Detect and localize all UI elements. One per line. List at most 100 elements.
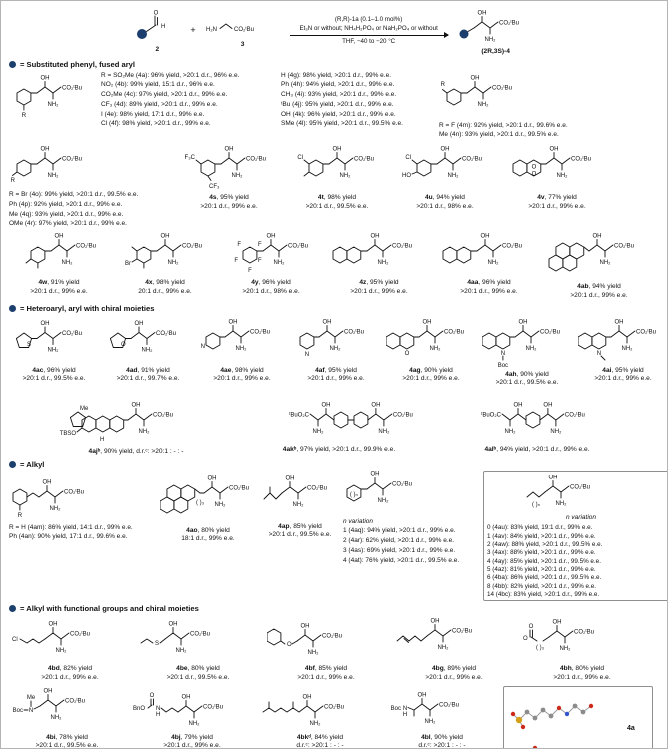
meta-aryl-group: R R = Br (4o): 99% yield, >20:1 d.r., 99…: [9, 142, 171, 229]
compound-4bg: 4bg, 89% yield>20:1 d.r., 99% e.e.: [393, 615, 515, 682]
compound-4ag: O 4ag, 90% yield>20:1 d.r., 99% e.e.: [385, 315, 477, 384]
svg-text:TBSO: TBSO: [60, 431, 77, 437]
compound-4w: 4w, 91% yield>20:1 d.r., 99% e.e.: [9, 231, 109, 296]
svg-text:N: N: [156, 706, 160, 712]
structure-4bl: Boc N H: [391, 691, 460, 726]
structure-4aj: TBSO Me H: [60, 402, 174, 443]
svg-text:O: O: [121, 342, 126, 348]
entry: R = F (4m): 92% yield, >20:1 d.r., 99.6%…: [439, 121, 568, 129]
svg-text:Boc: Boc: [13, 708, 23, 714]
entry: 0 (4au): 83% yield, 19:1 d.r., 99% e.e.: [487, 524, 593, 532]
structure-4ae: N: [201, 318, 271, 353]
caption-4u: 4u, 94% yield>20:1 d.r., 98% e.e.: [416, 194, 474, 210]
svg-text:F: F: [258, 242, 262, 248]
svg-text:N: N: [597, 351, 601, 357]
svg-text:Boc: Boc: [498, 363, 508, 369]
compound-4ab: 4ab, 94% yield>20:1 d.r., 99% e.e.: [547, 231, 651, 300]
compound-4bd: Cl 4bd, 82% yield>20:1 d.r., 99% e.e.: [9, 615, 131, 682]
svg-text:F: F: [248, 268, 252, 274]
structure-4bh: O O ( )₃: [523, 619, 595, 653]
svg-text:Cl: Cl: [297, 155, 303, 161]
svg-text:F: F: [258, 258, 262, 264]
structure-4au-4bc: ( )ₙ: [526, 474, 591, 508]
caption-4aj: 4ajᵇ, 90% yield, d.r.ᶜ: >20:1 : - : -: [88, 448, 184, 456]
section-1-row-1: R R = SO₂Me (4a): 96% yield, >20:1 d.r.,…: [9, 71, 659, 141]
svg-text:O: O: [150, 693, 155, 699]
entry: ᵗBu (4j): 95% yield, >20:1 d.r., 99% e.e…: [281, 100, 394, 108]
compound-4ad: O 4ad, 91% yield>20:1 d.r., 99.7% e.e.: [103, 315, 193, 384]
n-variation-header: n variation: [343, 517, 373, 525]
caption-4ad: 4ad, 91% yield>20:1 d.r., 99.7% e.e.: [116, 366, 180, 383]
entry: 2 (4aw): 88% yield, >20:1 d.r., 99.5% e.…: [487, 541, 603, 549]
svg-text:O: O: [523, 636, 528, 642]
xray-molecule-4an: 4an: [532, 745, 538, 748]
caption-4af: 4af, 95% yield>20:1 d.r., 99% e.e.: [307, 366, 365, 383]
caption-4s: 4s, 95% yield>20:1 d.r., 99% e.e.: [200, 194, 258, 210]
entry: Ph (4h): 94% yield, >20:1 d.r., 99% e.e.: [281, 81, 395, 89]
section-4-header: = Alkyl with functional groups and chira…: [9, 604, 659, 613]
entry: 8 (4bb): 82% yield, >20:1 d.r., 99% e.e.: [487, 582, 597, 590]
compound-4aa: 4aa, 96% yield>20:1 d.r., 99% e.e.: [437, 231, 541, 296]
entry: CO₂Me (4c): 97% yield, >20:1 d.r., 99% e…: [101, 91, 228, 99]
section-1-header: = Substituted phenyl, fused aryl: [9, 60, 659, 69]
xray-panel: 4a 4an: [503, 685, 653, 748]
ortho-aryl-group: R R = F (4m): 92% yield, >20:1 d.r., 99.…: [439, 71, 568, 141]
structure-product-4: [459, 10, 520, 44]
caption-4ai: 4ai, 95% yield>20:1 d.r., 99% e.e.: [594, 366, 652, 383]
svg-text:( )₃: ( )₃: [536, 645, 545, 651]
r-group-dot-icon: [137, 29, 148, 39]
r-list-4g-4l: H (4g): 98% yield, >20:1 d.r., 99% e.e. …: [281, 71, 431, 130]
caption-4bi: 4bi, 78% yield>20:1 d.r., 99.5% e.e.: [35, 733, 99, 749]
n-list-4au-4bc: 0 (4au): 83% yield, 19:1 d.r., 99% e.e. …: [487, 524, 667, 599]
entry: 14 (4bc): 83% yield, >20:1 d.r., 99% e.e…: [487, 590, 600, 598]
compound-3-label: 3: [240, 41, 245, 48]
compound-4ai: N 4ai, 95% yield>20:1 d.r., 99% e.e.: [577, 315, 667, 384]
xray-molecule-4a: 4a: [510, 703, 635, 732]
entry: H (4g): 98% yield, >20:1 d.r., 99% e.e.: [281, 71, 392, 79]
section-3-title: = Alkyl: [20, 459, 45, 469]
svg-text:N: N: [201, 344, 205, 350]
structure-4ao: ( )₃: [160, 474, 250, 527]
svg-text:O: O: [532, 172, 537, 178]
compound-4bf: O 4bf, 85% yield>20:1 d.r., 99% e.e.: [265, 615, 387, 682]
structure-4ab: [547, 233, 635, 283]
structure-4bi: Boc N Me: [13, 687, 86, 722]
svg-text:O: O: [529, 624, 534, 630]
structure-4al: [480, 402, 586, 436]
svg-text:F: F: [234, 258, 238, 264]
entry: 1 (4aq): 94% yield, >20:1 d.r., 99% e.e.: [343, 527, 456, 535]
svg-text:O: O: [287, 642, 292, 648]
structure-4ac: S: [15, 320, 83, 354]
caption-4ac: 4ac, 96% yield>20:1 d.r., 99.5% e.e.: [22, 366, 86, 383]
structure-4ag: O: [386, 318, 465, 357]
r-list-4o-4r: R = Br (4o): 99% yield, >20:1 d.r., 99.5…: [9, 190, 138, 229]
svg-text:N: N: [305, 352, 309, 358]
structure-4af: N: [299, 318, 365, 358]
caption-4bf: 4bf, 85% yield>20:1 d.r., 99% e.e.: [297, 665, 355, 681]
svg-text:Cl: Cl: [12, 637, 18, 643]
entry: 3 (4ax): 88% yield, >20:1 d.r., 99% e.e.: [487, 549, 596, 557]
svg-text:R: R: [11, 178, 16, 184]
structure-4ad: O: [109, 320, 177, 354]
compound-4bi: Boc N Me 4bi, 78% yield>20:1 d.r., 99.5%…: [9, 686, 125, 749]
entry: CF₃ (4d): 89% yield, >20:1 d.r., 99% e.e…: [101, 100, 218, 108]
structure-4aq-4at: ( )ₙ: [346, 470, 413, 505]
svg-text:( )ₙ: ( )ₙ: [532, 502, 541, 508]
section-3-row: R R = H (4am): 86% yield, 14:1 d.r., 99%…: [9, 470, 667, 602]
caption-4al: 4alᵇ, 94% yield, >20:1 d.r., 99% e.e.: [484, 446, 590, 454]
svg-text:R: R: [441, 82, 446, 88]
structure-4bf: O: [267, 623, 343, 657]
structure-4z: [327, 233, 413, 267]
svg-text:( )₃: ( )₃: [196, 500, 205, 506]
section-2-row-1: S 4ac, 96% yield>20:1 d.r., 99.5% e.e. O…: [9, 315, 659, 388]
section-1-row-3: 4w, 91% yield>20:1 d.r., 99% e.e. Br 4x,…: [9, 231, 659, 300]
compound-4ak: 4akᵇ, 97% yield, >20:1 d.r., 99.9% e.e.: [254, 390, 424, 455]
r-list-4m-4n: R = F (4m): 92% yield, >20:1 d.r., 99.6%…: [439, 121, 568, 141]
reactant-2: O H 2: [132, 8, 182, 55]
caption-4ab: 4ab, 94% yield>20:1 d.r., 99% e.e.: [570, 283, 628, 299]
svg-text:N: N: [403, 706, 407, 712]
structure-4am-4an: R: [12, 478, 85, 519]
